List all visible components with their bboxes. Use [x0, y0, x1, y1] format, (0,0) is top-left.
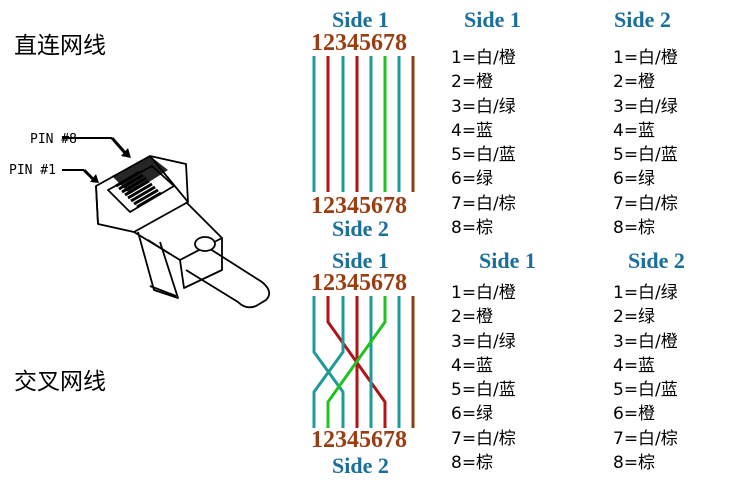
straight-col1-pin-4: 4=蓝 — [451, 120, 494, 141]
crossover-wire-side1-label: Side 1 — [332, 248, 389, 273]
straight-col1-pin-6: 6=绿 — [451, 169, 494, 190]
crossover-col1-pin-6: 6=绿 — [451, 404, 494, 425]
crossover-col1-pin-2: 2=橙 — [451, 307, 494, 328]
straight-col2-pin-4: 4=蓝 — [613, 120, 656, 141]
crossover-wiring — [312, 296, 415, 428]
crossover-col2-pin-8: 8=棕 — [613, 453, 656, 474]
crossover-pin-numbers-top: 12345678 — [311, 270, 407, 296]
straight-col1-pin-7: 7=白/棕 — [451, 193, 516, 214]
pin8-label: PIN #8 — [30, 132, 77, 147]
crossover-col1-pin-3: 3=白/绿 — [451, 331, 516, 352]
crossover-col1-pin-list: 1=白/橙 2=橙 3=白/绿 4=蓝 5=白/蓝 6=绿 7=白/棕 8=棕 — [451, 281, 516, 475]
crossover-col2-pin-5: 5=白/蓝 — [613, 380, 678, 401]
straight-col2-pin-3: 3=白/绿 — [613, 96, 678, 117]
crossover-wire-side2-label: Side 2 — [332, 453, 389, 478]
crossover-col2-pin-2: 2=绿 — [613, 307, 656, 328]
crossover-col1-pin-7: 7=白/棕 — [451, 428, 516, 449]
straight-col2-pin-6: 6=绿 — [613, 169, 656, 190]
crossover-col1-pin-5: 5=白/蓝 — [451, 380, 516, 401]
straight-wire-side1-label: Side 1 — [332, 7, 389, 32]
straight-wiring — [312, 56, 415, 192]
crossover-cable-title: 交叉网线 — [14, 369, 106, 395]
straight-col2-pin-2: 2=橙 — [613, 72, 656, 93]
crossover-col1-header: Side 1 — [479, 248, 536, 273]
crossover-col2-pin-list: 1=白/绿 2=绿 3=白/橙 4=蓝 5=白/蓝 6=橙 7=白/棕 8=棕 — [613, 281, 678, 475]
crossover-col2-pin-3: 3=白/橙 — [613, 331, 678, 352]
straight-col2-pin-1: 1=白/橙 — [613, 48, 678, 68]
straight-col1-pin-1: 1=白/橙 — [451, 48, 516, 68]
straight-pin-numbers-bottom: 12345678 — [311, 193, 407, 219]
crossover-wire-3 — [312, 296, 345, 428]
rj45-connector-illustration — [62, 137, 271, 309]
straight-col2-header: Side 2 — [614, 7, 671, 32]
straight-wire-side2-label: Side 2 — [332, 216, 389, 241]
straight-col2-pin-5: 5=白/蓝 — [613, 145, 678, 166]
crossover-col2-pin-1: 1=白/绿 — [613, 283, 678, 303]
straight-col1-pin-5: 5=白/蓝 — [451, 145, 516, 166]
straight-cable-title: 直连网线 — [14, 33, 106, 59]
crossover-col2-pin-6: 6=橙 — [613, 404, 656, 425]
straight-col2-pin-8: 8=棕 — [613, 218, 656, 239]
straight-col1-pin-2: 2=橙 — [451, 72, 494, 93]
crossover-col1-pin-1: 1=白/橙 — [451, 283, 516, 303]
straight-col1-header: Side 1 — [464, 7, 521, 32]
crossover-col1-pin-8: 8=棕 — [451, 453, 494, 474]
straight-col2-pin-list: 1=白/橙 2=橙 3=白/绿 4=蓝 5=白/蓝 6=绿 7=白/棕 8=棕 — [613, 46, 678, 240]
straight-col1-pin-3: 3=白/绿 — [451, 96, 516, 117]
pin1-label: PIN #1 — [9, 163, 56, 178]
straight-col1-pin-8: 8=棕 — [451, 218, 494, 239]
straight-col1-pin-list: 1=白/橙 2=橙 3=白/绿 4=蓝 5=白/蓝 6=绿 7=白/棕 8=棕 — [451, 46, 516, 240]
crossover-col1-pin-4: 4=蓝 — [451, 355, 494, 376]
crossover-col2-pin-7: 7=白/棕 — [613, 428, 678, 449]
straight-pin-numbers-top: 12345678 — [311, 30, 407, 56]
crossover-col2-pin-4: 4=蓝 — [613, 355, 656, 376]
straight-col2-pin-7: 7=白/棕 — [613, 193, 678, 214]
crossover-col2-header: Side 2 — [628, 248, 685, 273]
crossover-wire-6 — [326, 296, 387, 428]
crossover-pin-numbers-bottom: 12345678 — [311, 427, 407, 453]
